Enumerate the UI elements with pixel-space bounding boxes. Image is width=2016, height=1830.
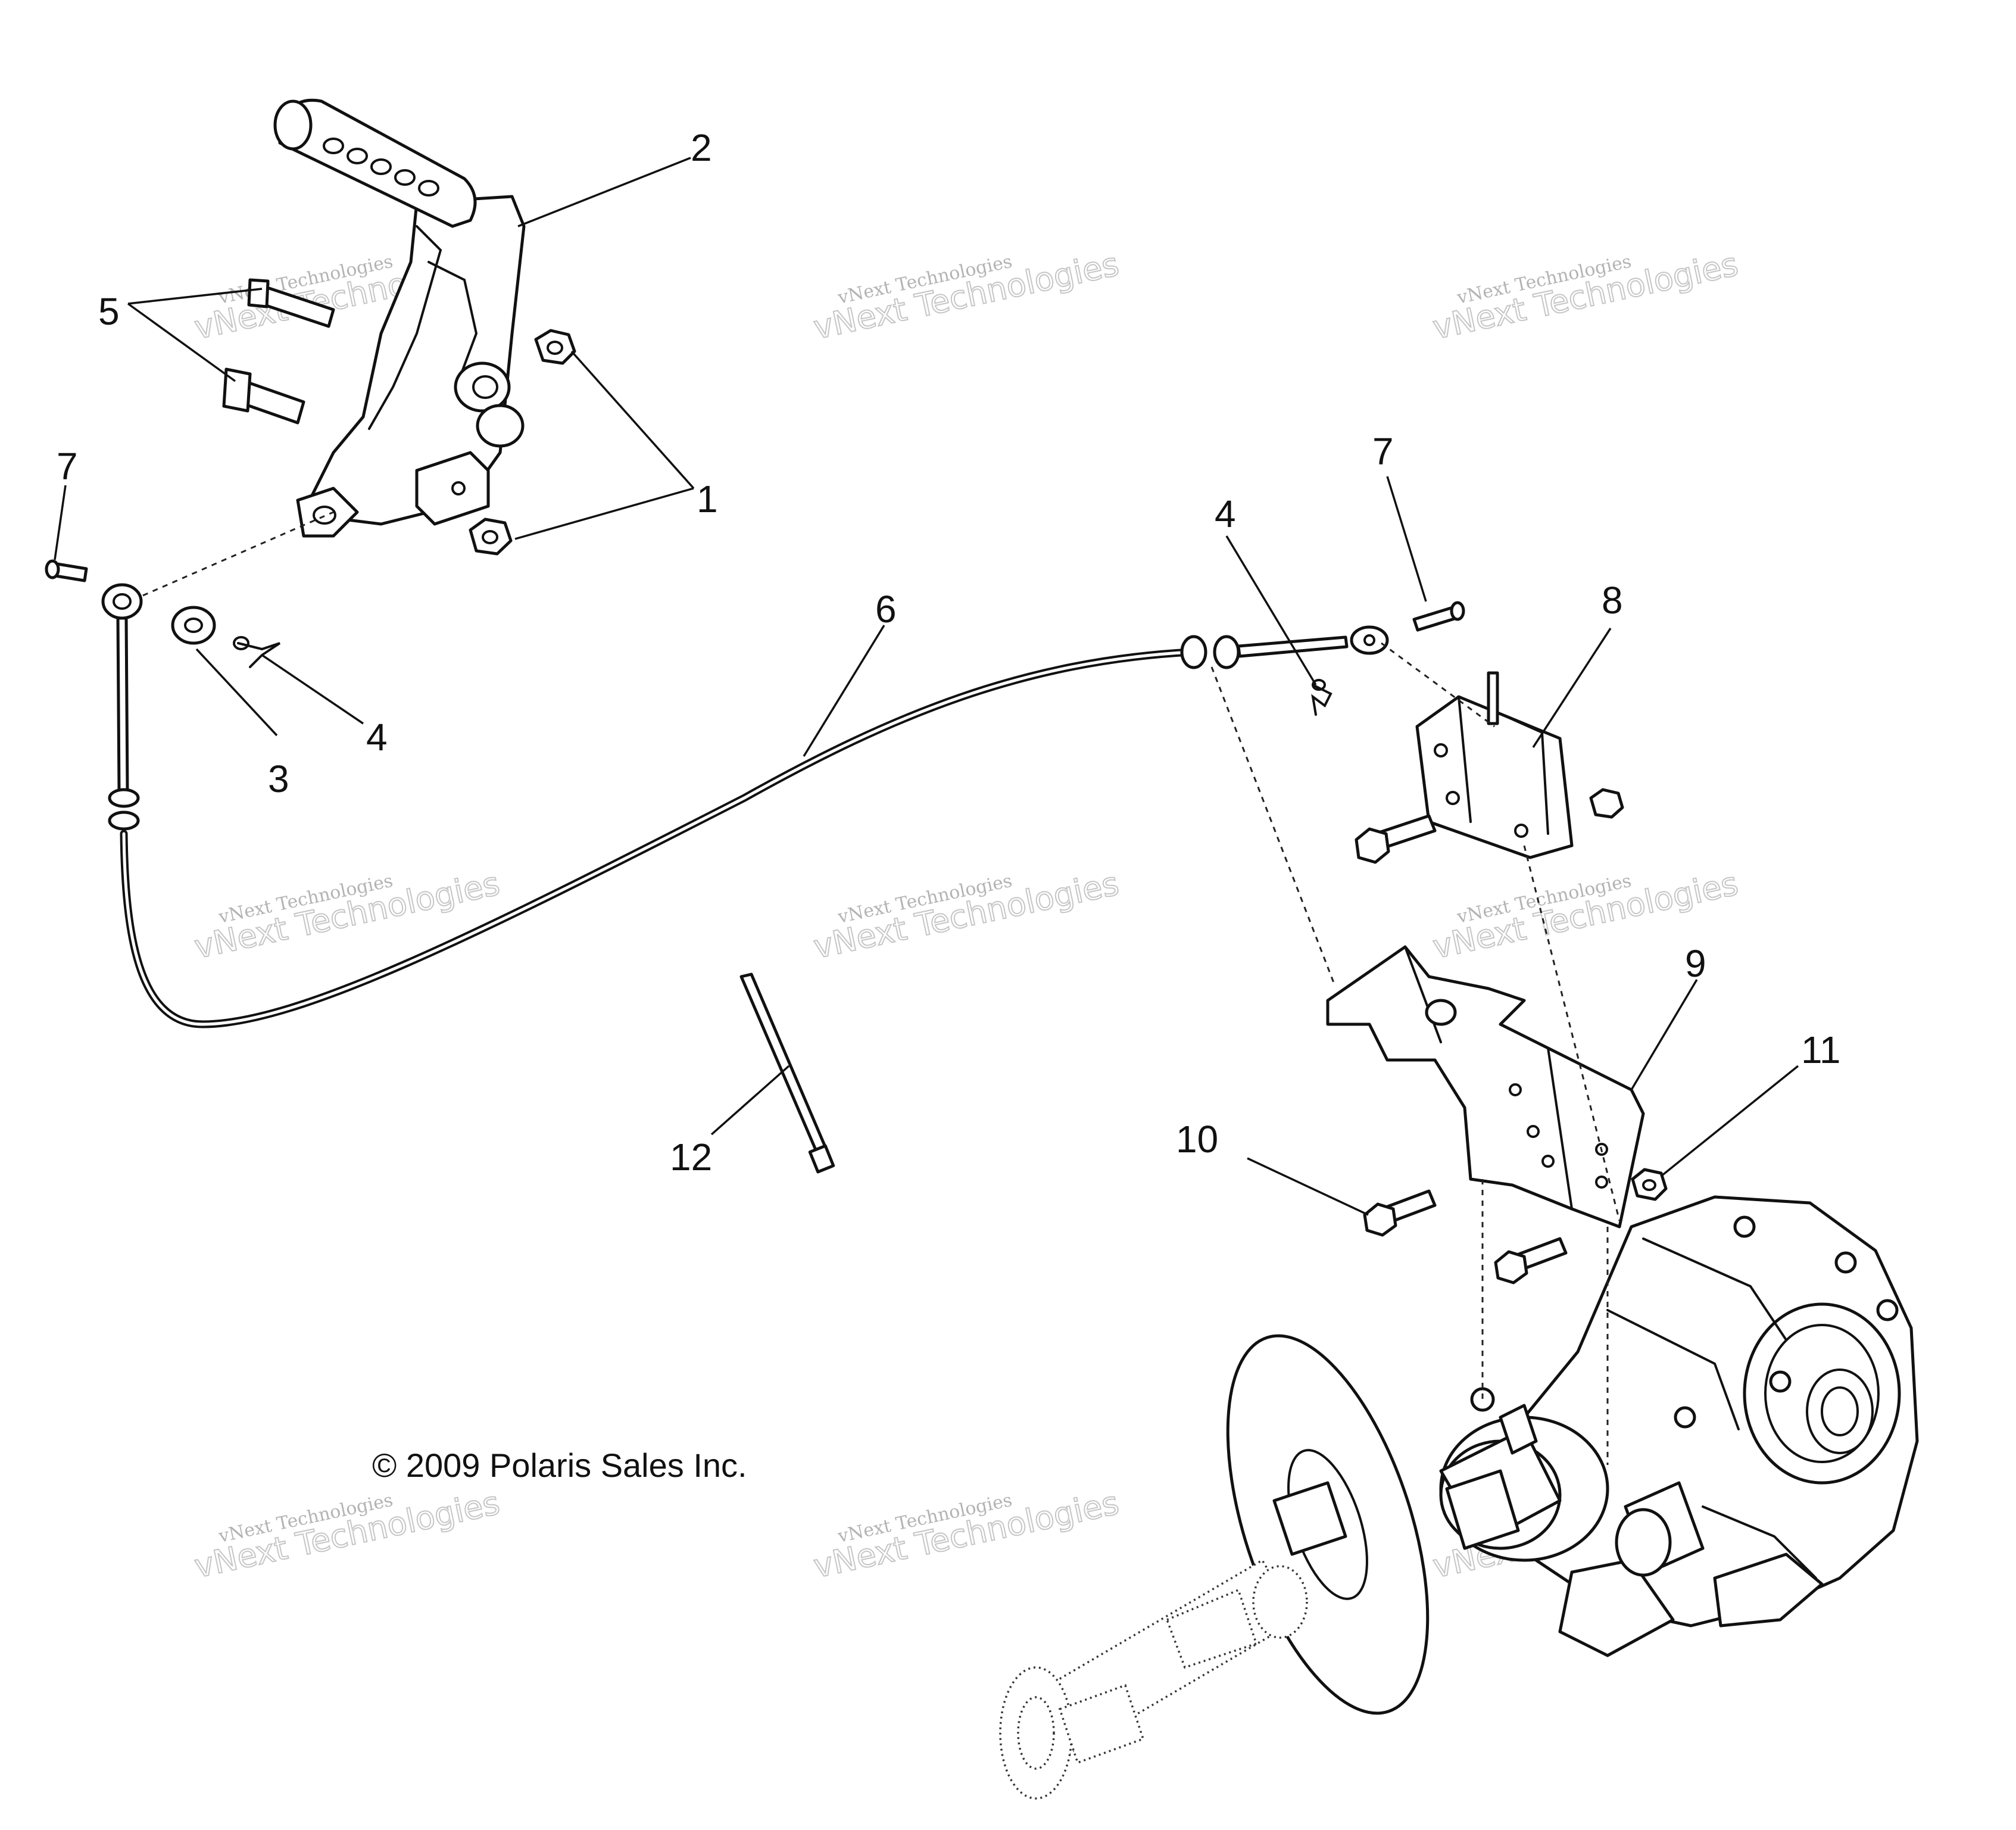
bolts-10 (1363, 1189, 1568, 1285)
callout-4-left: 4 (366, 716, 388, 759)
callout-labels: 1 2 3 4 4 5 6 7 7 8 9 10 11 12 (57, 126, 1840, 1179)
copyright-notice: © 2009 Polaris Sales Inc. (372, 1446, 747, 1484)
callout-9: 9 (1685, 942, 1706, 985)
nuts-1 (469, 329, 576, 556)
callout-10: 10 (1176, 1118, 1218, 1161)
watermark: vNext Technologies vNext Technologies (810, 864, 1123, 967)
brake-disc-driveshaft (999, 1334, 1430, 1800)
watermark: vNext Technologies vNext Technologies (191, 864, 504, 967)
pin-7-left (45, 559, 88, 582)
callout-4-right: 4 (1215, 492, 1236, 535)
callout-3: 3 (268, 757, 289, 800)
callout-2: 2 (691, 126, 712, 169)
washer-3 (171, 606, 216, 645)
mount-bracket-9 (1326, 945, 1645, 1229)
callout-11: 11 (1801, 1028, 1840, 1071)
callout-12: 12 (670, 1136, 712, 1179)
watermark: vNext Technologies vNext Technologies (810, 1483, 1123, 1586)
callout-8: 8 (1602, 579, 1623, 622)
clip-4-right (1311, 679, 1332, 716)
callout-7-right: 7 (1372, 430, 1394, 473)
watermark: vNext Technologies vNext Technologies (191, 1483, 504, 1586)
cable-tie-12 (739, 972, 835, 1174)
watermark: vNext Technologies vNext Technologies (1429, 245, 1742, 347)
callout-5: 5 (98, 290, 120, 333)
gearcase-assembly (1439, 1195, 1919, 1657)
nut-11 (1631, 1168, 1668, 1201)
brake-cable-6 (101, 583, 1389, 1028)
clip-4-left (233, 636, 281, 668)
assembly-lines (142, 511, 1621, 1465)
leader-lines (54, 157, 1799, 1216)
bolts-5 (222, 278, 335, 425)
callout-1: 1 (697, 478, 718, 520)
watermark: vNext Technologies vNext Technologies (810, 245, 1123, 347)
callout-6: 6 (875, 588, 897, 631)
brake-lever-assembly (273, 98, 526, 538)
pin-7-right (1412, 601, 1465, 632)
brake-caliper-8 (1355, 671, 1624, 864)
callout-7-left: 7 (57, 445, 78, 488)
